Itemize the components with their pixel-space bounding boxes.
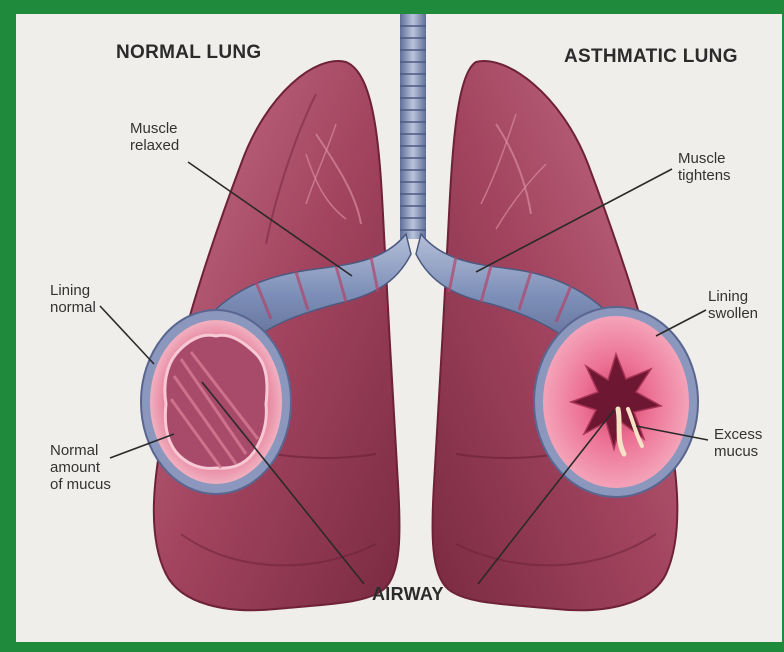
normal-airway-cross-section	[141, 310, 291, 494]
label-airway: AIRWAY	[372, 584, 444, 605]
pointer-lining-swollen	[656, 310, 706, 336]
asthmatic-lung-title: ASTHMATIC LUNG	[564, 46, 738, 68]
label-normal-mucus: Normal amount of mucus	[50, 442, 111, 493]
lungs-illustration	[16, 14, 782, 642]
pointer-lining-normal	[100, 306, 154, 364]
label-muscle-relaxed: Muscle relaxed	[130, 120, 179, 154]
asthmatic-airway-cross-section	[534, 307, 698, 497]
trachea	[400, 14, 426, 239]
normal-lung-title: NORMAL LUNG	[116, 42, 261, 64]
label-lining-normal: Lining normal	[50, 282, 96, 316]
label-lining-swollen: Lining swollen	[708, 288, 758, 322]
diagram-page: NORMAL LUNG ASTHMATIC LUNG Muscle relaxe…	[16, 14, 782, 642]
label-muscle-tightens: Muscle tightens	[678, 150, 731, 184]
label-excess-mucus: Excess mucus	[714, 426, 762, 460]
